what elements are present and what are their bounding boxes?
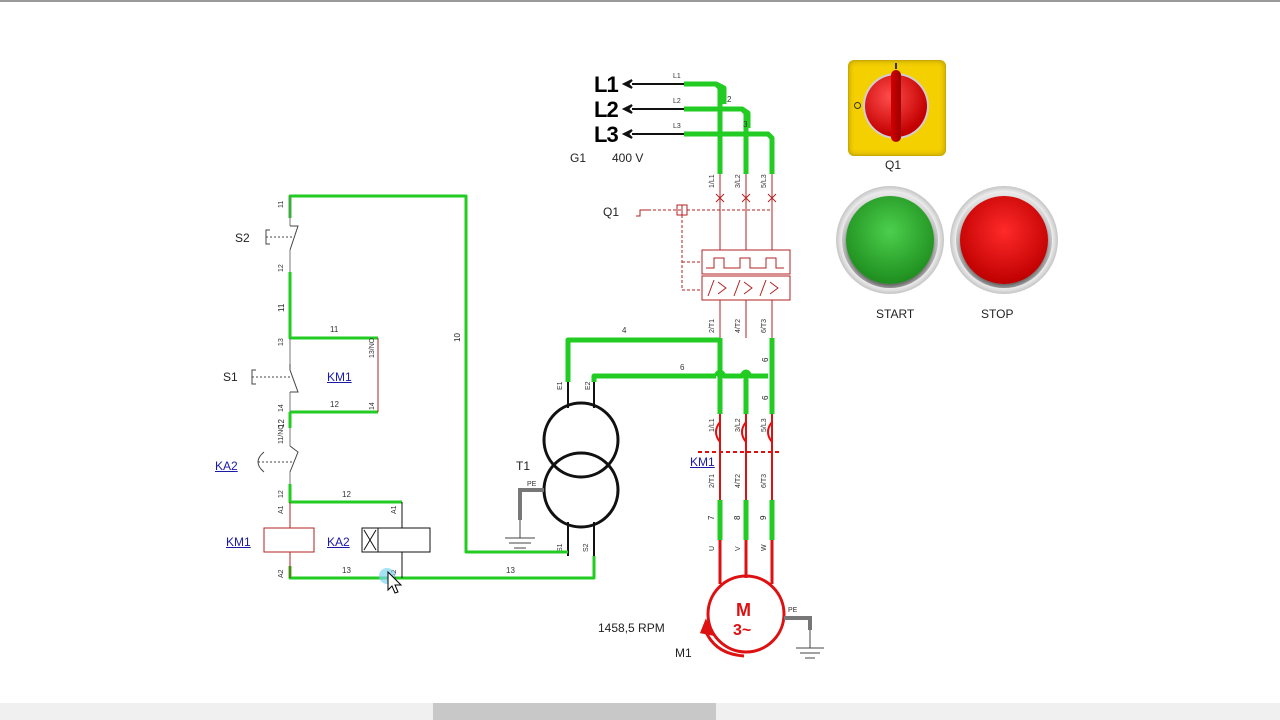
svg-text:2/T1: 2/T1 [709, 319, 716, 333]
motor-rpm-readout: 1458,5 RPM [598, 621, 665, 635]
svg-text:M: M [736, 600, 751, 620]
start-button[interactable] [836, 186, 944, 294]
svg-text:L3: L3 [673, 123, 681, 130]
t1-label: T1 [516, 459, 531, 473]
svg-text:8: 8 [733, 515, 742, 520]
stop-label: STOP [981, 307, 1014, 321]
svg-text:L1: L1 [673, 73, 681, 80]
svg-text:14: 14 [369, 402, 376, 410]
svg-text:2/T1: 2/T1 [709, 474, 716, 488]
svg-text:12: 12 [278, 264, 285, 272]
motor-earth [784, 616, 824, 659]
svg-text:3/L2: 3/L2 [735, 174, 742, 188]
svg-text:11: 11 [277, 303, 286, 312]
svg-text:S1: S1 [557, 543, 564, 552]
km1-aux-contact-link[interactable]: KM1 [327, 370, 352, 384]
svg-text:5/L3: 5/L3 [761, 174, 768, 188]
svg-text:12: 12 [277, 419, 286, 428]
svg-text:4/T2: 4/T2 [735, 474, 742, 488]
svg-text:2: 2 [727, 95, 732, 104]
svg-text:10: 10 [453, 333, 462, 342]
svg-text:11/NC: 11/NC [278, 425, 285, 444]
svg-text:E2: E2 [585, 381, 592, 390]
svg-text:12: 12 [342, 490, 351, 499]
ka2-contact-link[interactable]: KA2 [215, 459, 238, 473]
s1-pushbutton-symbol [251, 364, 299, 393]
svg-text:6/T3: 6/T3 [761, 319, 768, 333]
supply-g1-label: G1 [570, 151, 587, 165]
wiring-diagram: L1 L2 L3 2 3 1/L1 3/L2 5/L3 2/T1 4/T2 6/… [251, 73, 824, 659]
svg-text:6: 6 [680, 363, 685, 372]
stop-button[interactable] [950, 186, 1058, 294]
svg-text:A1: A1 [391, 505, 398, 514]
svg-text:13/NO: 13/NO [369, 337, 376, 358]
svg-text:A2: A2 [278, 569, 285, 578]
svg-text:1/L1: 1/L1 [709, 174, 716, 188]
km1-coil-link[interactable]: KM1 [226, 535, 251, 549]
supply-voltage-label: 400 V [612, 151, 644, 165]
q1-breaker-label: Q1 [603, 205, 620, 219]
svg-text:PE: PE [527, 481, 537, 488]
transformer-symbol [542, 382, 620, 556]
svg-text:6/T3: 6/T3 [761, 474, 768, 488]
svg-text:3~: 3~ [733, 622, 751, 639]
svg-text:U: U [709, 546, 716, 551]
supply-live-wires [684, 81, 775, 174]
svg-text:7: 7 [707, 515, 716, 520]
svg-text:12: 12 [330, 400, 339, 409]
m1-label: M1 [675, 646, 692, 660]
svg-text:11: 11 [330, 325, 339, 334]
ka2-coil-symbol [361, 502, 431, 578]
supply-l2-label: L2 [594, 97, 619, 122]
svg-text:13: 13 [278, 338, 285, 346]
svg-text:12: 12 [278, 490, 285, 498]
ka2-coil-link[interactable]: KA2 [327, 535, 350, 549]
svg-text:5/L3: 5/L3 [761, 418, 768, 432]
q1-rotary-switch[interactable] [848, 60, 946, 156]
start-label: START [876, 307, 915, 321]
s2-pushbutton-symbol [265, 225, 299, 251]
motor-symbol: M 3~ [699, 540, 786, 658]
km1-power-contact-link[interactable]: KM1 [690, 455, 715, 469]
svg-text:3: 3 [743, 120, 748, 129]
svg-text:A1: A1 [278, 505, 285, 514]
svg-text:3/L2: 3/L2 [735, 418, 742, 432]
supply-l1-label: L1 [594, 72, 619, 97]
svg-text:4: 4 [622, 326, 627, 335]
svg-text:V: V [735, 546, 742, 551]
transformer-earth [505, 488, 544, 549]
control-live-wires [288, 194, 596, 580]
svg-text:11: 11 [278, 201, 285, 208]
svg-text:E1: E1 [557, 381, 564, 390]
svg-text:13: 13 [342, 566, 351, 575]
ka2-contact-symbol [257, 445, 299, 473]
supply-l3-label: L3 [594, 122, 619, 147]
svg-text:S2: S2 [583, 543, 590, 552]
s2-label: S2 [235, 231, 250, 245]
supply-terminals [621, 79, 684, 139]
top-border [0, 0, 1280, 2]
s1-label: S1 [223, 370, 238, 384]
q1-breaker-symbol [636, 174, 791, 338]
svg-text:13: 13 [506, 566, 515, 575]
svg-text:4/T2: 4/T2 [735, 319, 742, 333]
q1-switch-label: Q1 [885, 158, 902, 172]
svg-text:W: W [761, 544, 768, 551]
svg-text:14: 14 [278, 404, 285, 412]
scrollbar-thumb[interactable] [433, 703, 716, 720]
power-live-wires [565, 337, 775, 540]
svg-text:PE: PE [788, 607, 798, 614]
km1-coil-symbol [263, 502, 315, 578]
svg-text:L2: L2 [673, 98, 681, 105]
svg-text:1/L1: 1/L1 [709, 418, 716, 432]
svg-text:6: 6 [761, 395, 770, 400]
mouse-cursor [379, 568, 403, 594]
svg-text:6: 6 [761, 357, 770, 362]
km1-power-contacts [698, 414, 780, 500]
svg-text:9: 9 [759, 515, 768, 520]
